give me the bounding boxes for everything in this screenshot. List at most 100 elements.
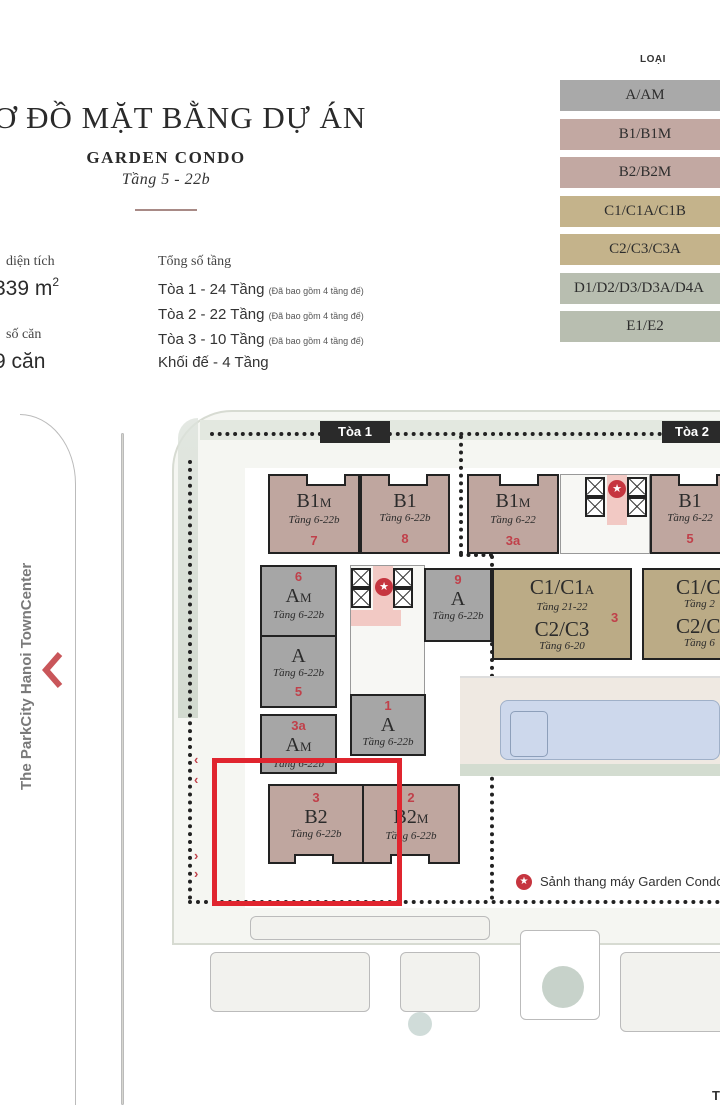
star-icon: ★ [608,480,626,498]
unit-floors: Tầng 6 [684,637,715,649]
unit-type-main: A [285,585,300,607]
unit-type: A [380,714,396,736]
unit-2[interactable]: 2 B2M Tầng 6-22b [362,784,460,864]
area-label: diện tích [6,254,55,269]
unit-type: B2 [304,806,328,828]
unit-floors: Tầng 6-22 [490,514,536,526]
elevator-icon [393,588,413,608]
elevator-icon [585,477,605,497]
landscape-area [190,900,720,1040]
page-title: Ơ ĐỒ MẶT BẰNG DỰ ÁN [0,100,367,135]
unit-type-sub: M [518,495,531,510]
unit-number: 5 [294,684,303,699]
unit-type: B1M [270,490,358,514]
unit-6[interactable]: 6 AM Tầng 6-22b [260,565,337,637]
legend-item-b1: B1/B1M [560,119,720,150]
unit-3-c[interactable]: C1/C1A Tầng 21-22 C2/C3 Tầng 6-20 3 [492,568,632,660]
unit-5[interactable]: A Tầng 6-22b 5 [260,635,337,708]
unit-number: 3 [611,610,619,625]
site-plan: The ParkCity Hanoi TownCenter Tòa 1 Tòa … [0,400,720,1105]
unit-type-main: A [285,734,300,756]
unit-floors: Tầng 6-22b [272,609,325,621]
legend-item-c1: C1/C1A/C1B [560,196,720,227]
floor-range: Tầng 5 - 22b [121,171,211,188]
unit-number: 3 [312,790,320,805]
tower-1-tag: Tòa 1 [320,421,390,443]
unit-5-tower2[interactable]: B1 Tầng 6-22 5 [650,474,720,554]
title-divider [135,209,197,211]
unit-floors: Tầng 21-22 [536,601,588,613]
unit-type: AM [262,734,335,758]
unit-type-main: B1 [495,490,519,512]
unit-3a-tower2[interactable]: B1M Tầng 6-22 3a [467,474,559,554]
chevron-right-icon: › [194,848,199,863]
unit-number: 5 [686,531,694,546]
elevator-icon [585,497,605,517]
legend-item-a: A/AM [560,80,720,111]
tower1-boundary [372,432,662,436]
unit-type-sub: M [319,495,332,510]
units-value: 9 căn [0,350,46,373]
unit-type: AM [262,585,335,609]
planter [210,952,370,1012]
unit-type: C2/C [676,614,720,638]
road-edge [75,490,76,1105]
unit-floors: Tầng 6-22b [379,512,431,524]
floor-total-main: Khối đế - 4 Tầng [158,354,269,371]
units-label: số căn [6,327,42,342]
floor-total-line: Tòa 1 - 24 Tầng (Đã bao gồm 4 tầng đế) [158,281,364,298]
unit-3[interactable]: 3 B2 Tầng 6-22b [268,784,364,864]
planter [400,952,480,1012]
area-number: 339 m [0,277,53,300]
unit-number: 7 [310,533,318,548]
elevator-icon [627,477,647,497]
tower2-boundary [459,435,463,555]
chevron-left-icon [42,652,63,688]
unit-floors: Tầng 6-22b [362,736,414,748]
elevator-icon [351,588,371,608]
unit-1[interactable]: 1 A Tầng 6-22b [350,694,426,756]
planter [250,916,490,940]
legend-title: LOẠI [640,54,666,65]
tree-icon [408,1012,432,1036]
unit-type-sub: M [416,811,429,826]
legend-item-c2: C2/C3/C3A [560,234,720,265]
unit-8[interactable]: B1 Tầng 6-22b 8 [360,474,450,554]
kids-pool [510,711,548,757]
unit-type-sub: A [584,582,595,597]
legend-item-d: D1/D2/D3/D3A/D4A [560,273,720,304]
unit-number: 3a [291,718,306,733]
elevator-icon [351,568,371,588]
unit-9[interactable]: 9 A Tầng 6-22b [424,568,492,642]
floor-total-main: Tòa 3 - 10 Tầng [158,331,265,348]
floor-total-line: Tòa 3 - 10 Tầng (Đã bao gồm 4 tầng đế) [158,331,364,348]
floor-totals-heading: Tổng số tầng [158,254,232,269]
chevron-left-icon: ‹ [194,772,199,787]
road-curve [20,414,76,504]
floor-total-note: (Đã bao gồm 4 tầng đế) [268,311,364,321]
unit-type: C1/C1A [494,576,630,601]
floor-total-line: Khối đế - 4 Tầng [158,354,269,371]
unit-number: 9 [454,572,462,587]
tower2-boundary [459,553,493,557]
unit-floors: Tầng 6-20 [539,640,585,652]
unit-floors: Tầng 2 [684,598,715,610]
unit-type: A [450,588,466,610]
tree-icon [542,966,584,1008]
area-value: 339 m2 [0,275,60,301]
area-unit-sup: 2 [52,275,60,289]
unit-c-right[interactable]: C1/C Tầng 2 C2/C Tầng 6 [642,568,720,660]
elevator-lobby [351,610,401,626]
unit-type-sub: M [299,590,312,605]
unit-type: C2/C3 [534,617,590,641]
site-boundary-bottom [188,900,720,904]
unit-7[interactable]: B1M Tầng 6-22b 7 [268,474,360,554]
unit-number: 1 [384,698,392,713]
unit-type-sub: M [299,739,312,754]
unit-number: 8 [401,531,409,546]
unit-number: 2 [407,790,415,805]
floor-total-note: (Đã bao gồm 4 tầng đế) [268,286,364,296]
star-icon: ★ [375,578,393,596]
legend-item-b2: B2/B2M [560,157,720,188]
floor-total-main: Tòa 1 - 24 Tầng [158,281,265,298]
